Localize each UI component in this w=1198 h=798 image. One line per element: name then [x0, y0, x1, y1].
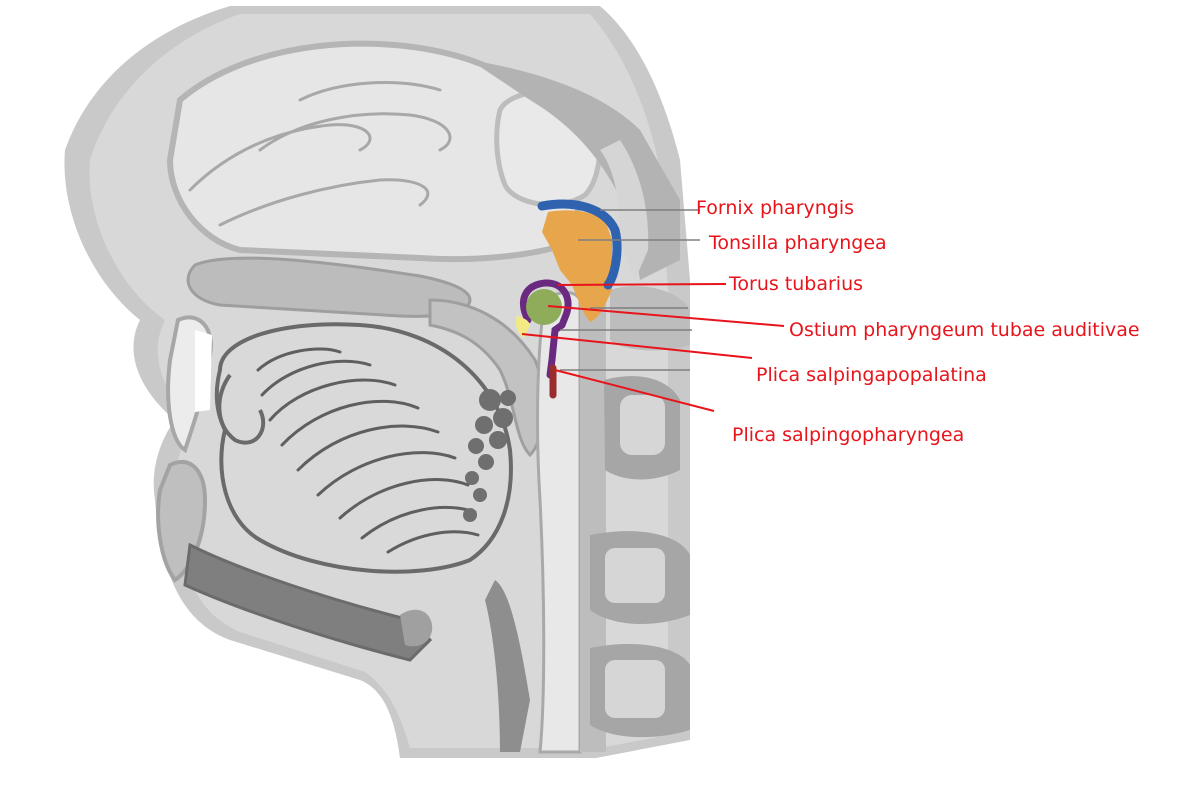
label-torus-tubarius: Torus tubarius [728, 273, 863, 295]
gray-pointer-lines [560, 209, 700, 371]
label-plica-salpingopalatina: Plica salpingapopalatina [756, 364, 987, 386]
label-tonsilla-pharyngea: Tonsilla pharyngea [708, 232, 887, 254]
hard-palate [186, 256, 472, 318]
ostium-shape [526, 289, 562, 325]
atlas-vertebra [610, 286, 690, 351]
pharyngeal-wall [580, 260, 606, 752]
torus-tubarius-shape [520, 279, 572, 379]
hyoid [400, 609, 433, 647]
label-fornix-pharyngis: Fornix pharyngis [696, 197, 854, 219]
tongue [214, 322, 513, 574]
skull-base [470, 60, 680, 280]
tongue-fibers [256, 347, 480, 554]
pharynx-lumen [536, 291, 582, 754]
epiglottis [485, 580, 530, 752]
tongue-tip-fold [217, 373, 266, 445]
pharyngeal-tonsil [542, 210, 612, 322]
concha-lines [188, 81, 452, 227]
label-ostium: Ostium pharyngeum tubae auditivae [789, 319, 1140, 341]
label-plica-salpingopharyngea: Plica salpingopharyngea [732, 424, 964, 446]
vertebrae [590, 376, 690, 738]
fornix-arc [537, 199, 622, 290]
lingual-tonsil [463, 389, 516, 522]
red-leader-lines [521, 283, 785, 412]
incisor [195, 330, 212, 412]
soft-palate [428, 298, 546, 458]
plica-salpingopalatina-shape [515, 315, 530, 338]
mandible [183, 542, 433, 662]
